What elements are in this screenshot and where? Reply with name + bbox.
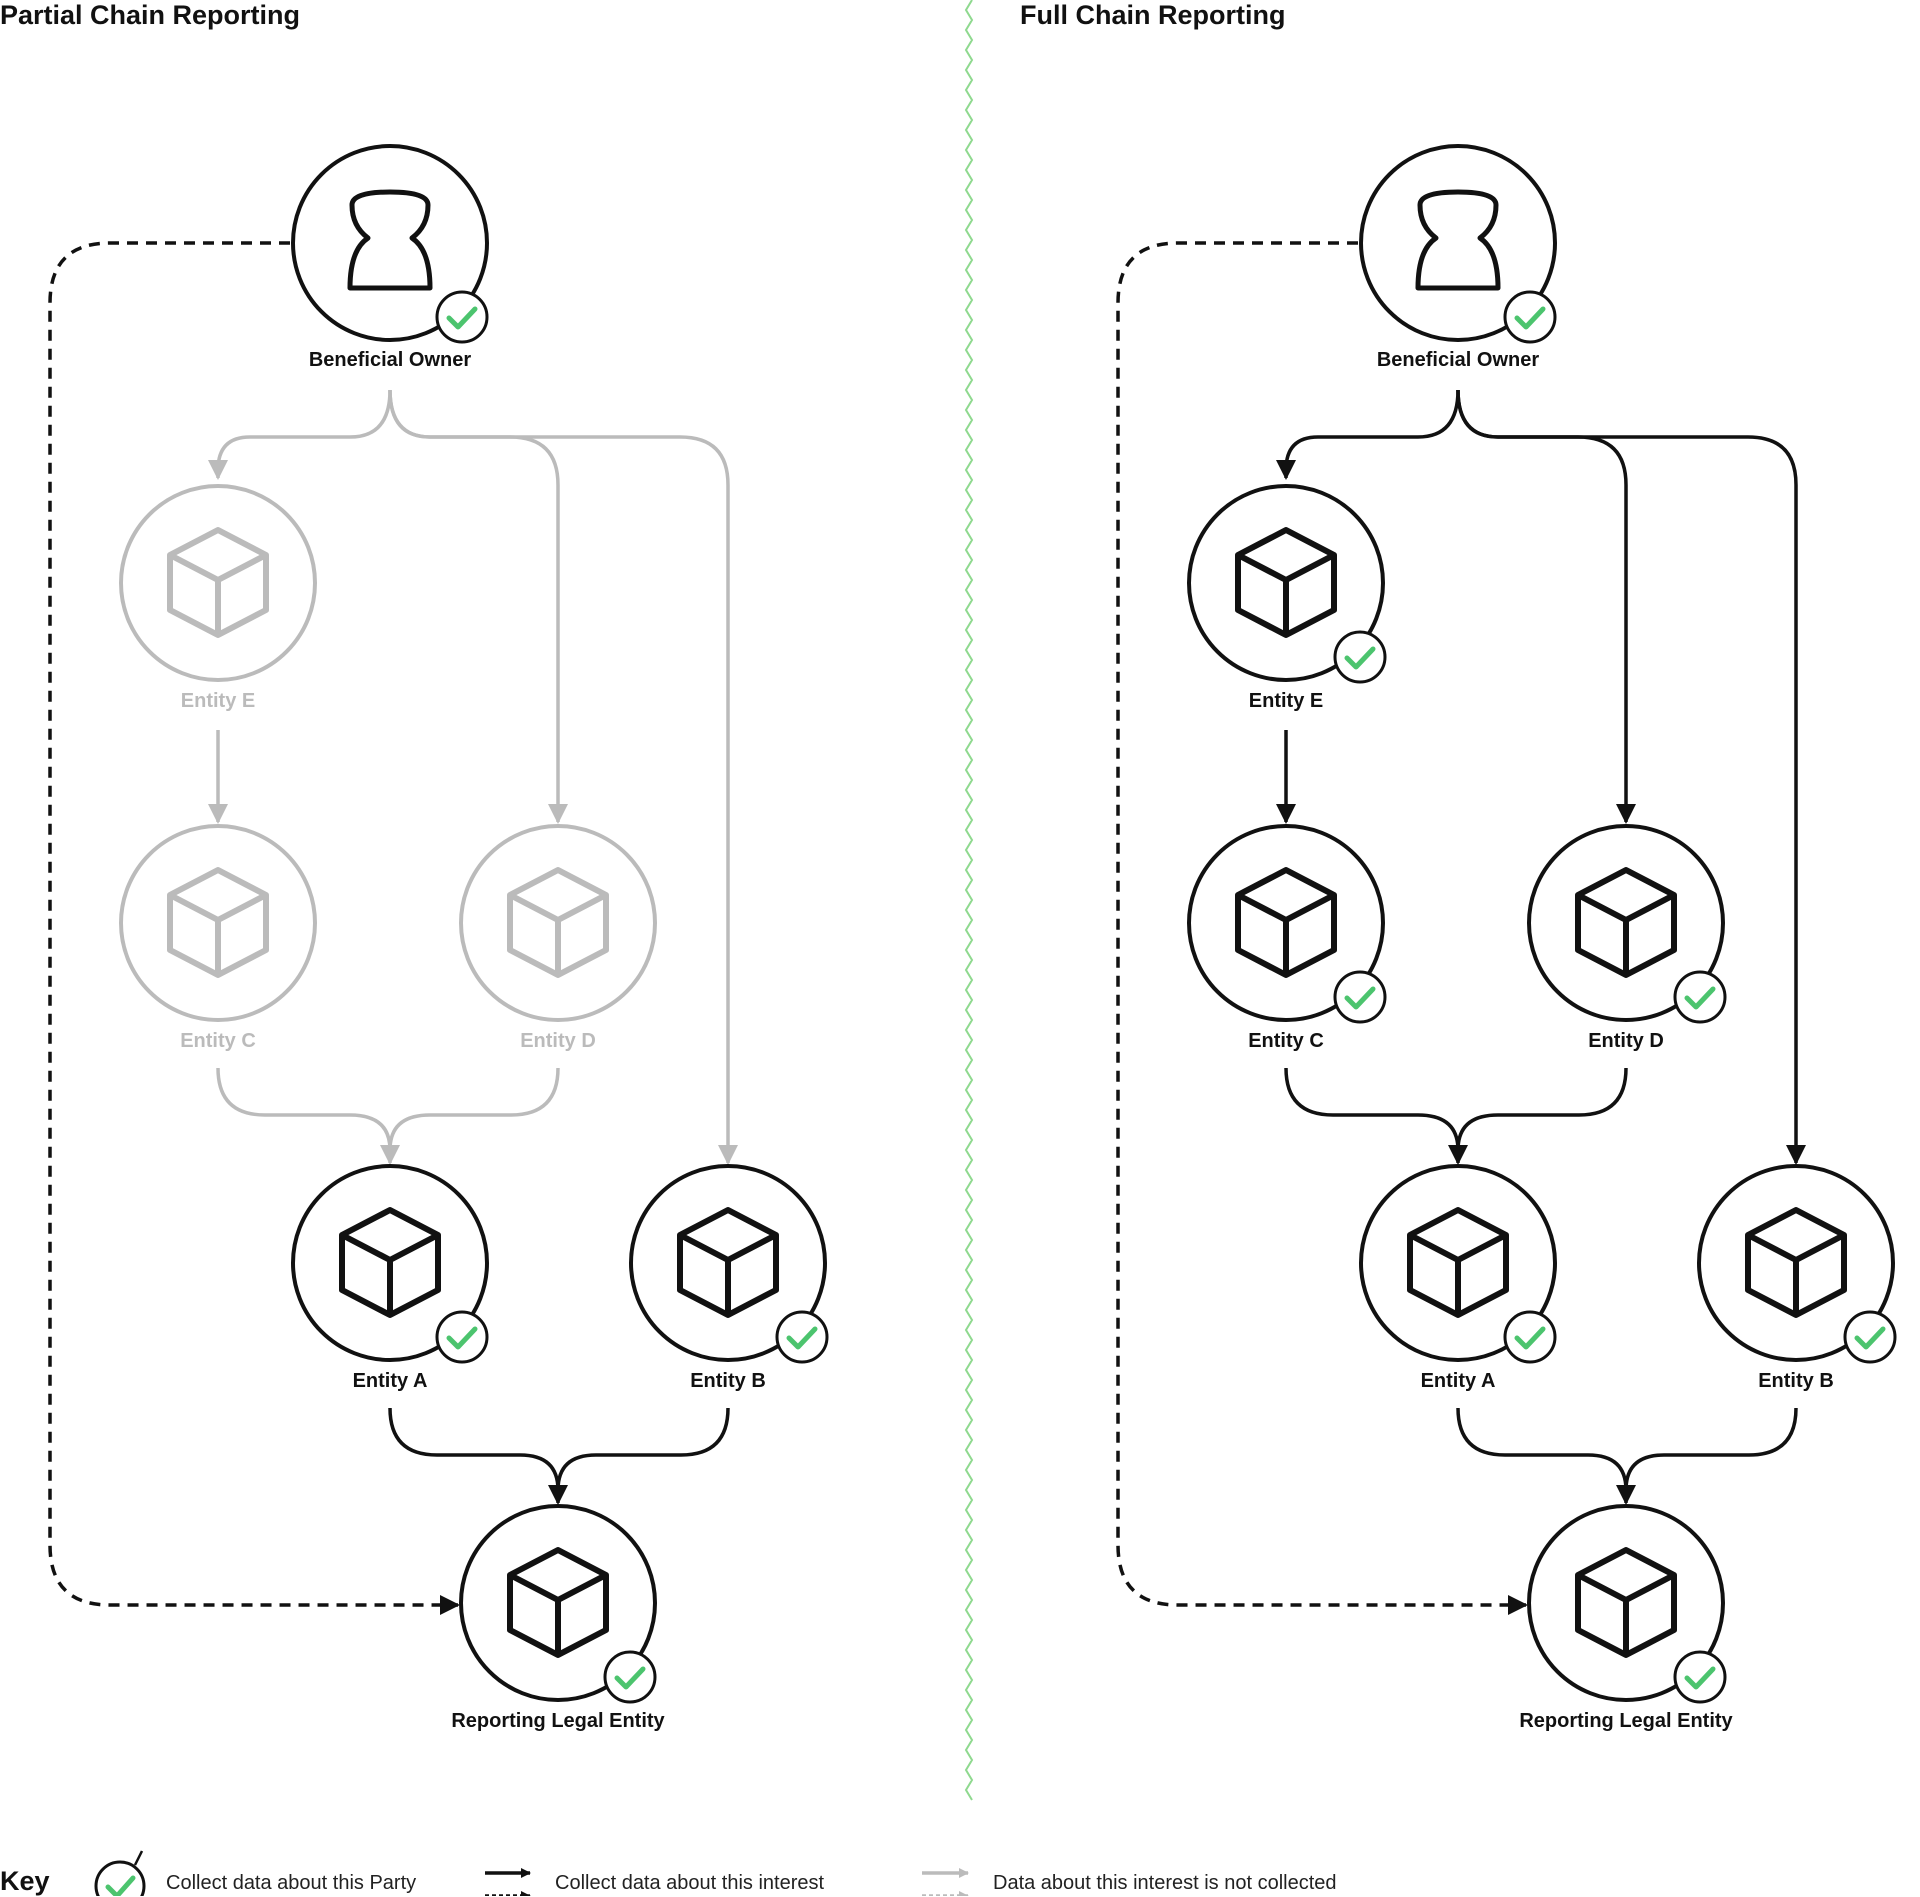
node-entity-b: Entity B (1697, 1164, 1897, 1392)
label-entity-d: Entity D (1588, 1030, 1664, 1052)
check-badge-icon (1503, 290, 1557, 344)
node-entity-b: Entity B (629, 1164, 829, 1392)
label-entity-d: Entity D (520, 1030, 596, 1052)
label-reporting-legal-entity: Reporting Legal Entity (451, 1710, 665, 1732)
cube-icon (507, 867, 609, 978)
node-reporting-legal-entity: Reporting Legal Entity (451, 1504, 666, 1732)
node-beneficial-owner: Beneficial Owner (1359, 144, 1557, 371)
node-reporting-legal-entity: Reporting Legal Entity (1519, 1504, 1734, 1732)
node-entity-a: Entity A (291, 1164, 489, 1392)
check-badge-icon (435, 290, 489, 344)
node-entity-c: Entity C (119, 824, 317, 1052)
cube-icon (167, 527, 269, 638)
check-badge-icon (603, 1650, 657, 1704)
edges-collected (1276, 389, 1806, 1505)
panel-full: Beneficial Owner Entity E (1116, 144, 1897, 1732)
check-badge-icon (435, 1310, 489, 1364)
label-beneficial-owner: Beneficial Owner (309, 349, 471, 371)
dashed-link-owner-to-reporting (1116, 241, 1528, 1615)
key-not-collected-arrows-icon (922, 1868, 969, 1896)
label-entity-e: Entity E (181, 690, 255, 712)
check-badge-icon (1843, 1310, 1897, 1364)
panel-divider (964, 0, 974, 1801)
node-entity-d: Entity D (459, 824, 657, 1052)
cube-icon (1235, 867, 1337, 978)
label-beneficial-owner: Beneficial Owner (1377, 349, 1539, 371)
panel-title-full: Full Chain Reporting (1020, 0, 1286, 30)
key-check-badge-icon (94, 1850, 146, 1896)
label-entity-e: Entity E (1249, 690, 1323, 712)
node-entity-c: Entity C (1187, 824, 1387, 1052)
cube-icon (507, 1547, 609, 1658)
node-beneficial-owner: Beneficial Owner (291, 144, 489, 371)
key-collect-interest-arrows-icon (485, 1868, 531, 1896)
check-badge-icon (1673, 1650, 1727, 1704)
cube-icon (1235, 527, 1337, 638)
label-entity-b: Entity B (690, 1370, 766, 1392)
panel-title-partial: Partial Chain Reporting (0, 0, 301, 30)
person-icon (1415, 189, 1501, 291)
key-legend (94, 1850, 969, 1896)
cube-icon (1745, 1207, 1847, 1318)
edges-collected (388, 1407, 730, 1505)
label-entity-a: Entity A (353, 1370, 428, 1392)
person-icon (347, 189, 433, 291)
label-entity-b: Entity B (1758, 1370, 1834, 1392)
key-collect-party-label: Collect data about this Party (166, 1872, 417, 1894)
cube-icon (677, 1207, 779, 1318)
node-entity-e: Entity E (1187, 484, 1387, 712)
cube-icon (339, 1207, 441, 1318)
cube-icon (1575, 1547, 1677, 1658)
node-entity-d: Entity D (1527, 824, 1727, 1052)
node-entity-a: Entity A (1359, 1164, 1557, 1392)
cube-icon (167, 867, 269, 978)
label-entity-a: Entity A (1421, 1370, 1496, 1392)
label-reporting-legal-entity: Reporting Legal Entity (1519, 1710, 1733, 1732)
cube-icon (1575, 867, 1677, 978)
check-badge-icon (1673, 970, 1727, 1024)
check-badge-icon (1503, 1310, 1557, 1364)
label-entity-c: Entity C (180, 1030, 256, 1052)
key-not-collected-label: Data about this interest is not collecte… (993, 1872, 1337, 1894)
dashed-link-owner-to-reporting (48, 241, 460, 1615)
node-entity-e: Entity E (119, 484, 317, 712)
key-title: Key (0, 1866, 50, 1896)
check-badge-icon (1333, 970, 1387, 1024)
check-badge-icon (775, 1310, 829, 1364)
check-badge-icon (1333, 630, 1387, 684)
label-entity-c: Entity C (1248, 1030, 1324, 1052)
edges-not-collected (208, 389, 738, 1165)
cube-icon (1407, 1207, 1509, 1318)
panel-partial: Beneficial Owner Entity E Entity C (48, 144, 829, 1732)
key-collect-interest-label: Collect data about this interest (555, 1872, 825, 1894)
